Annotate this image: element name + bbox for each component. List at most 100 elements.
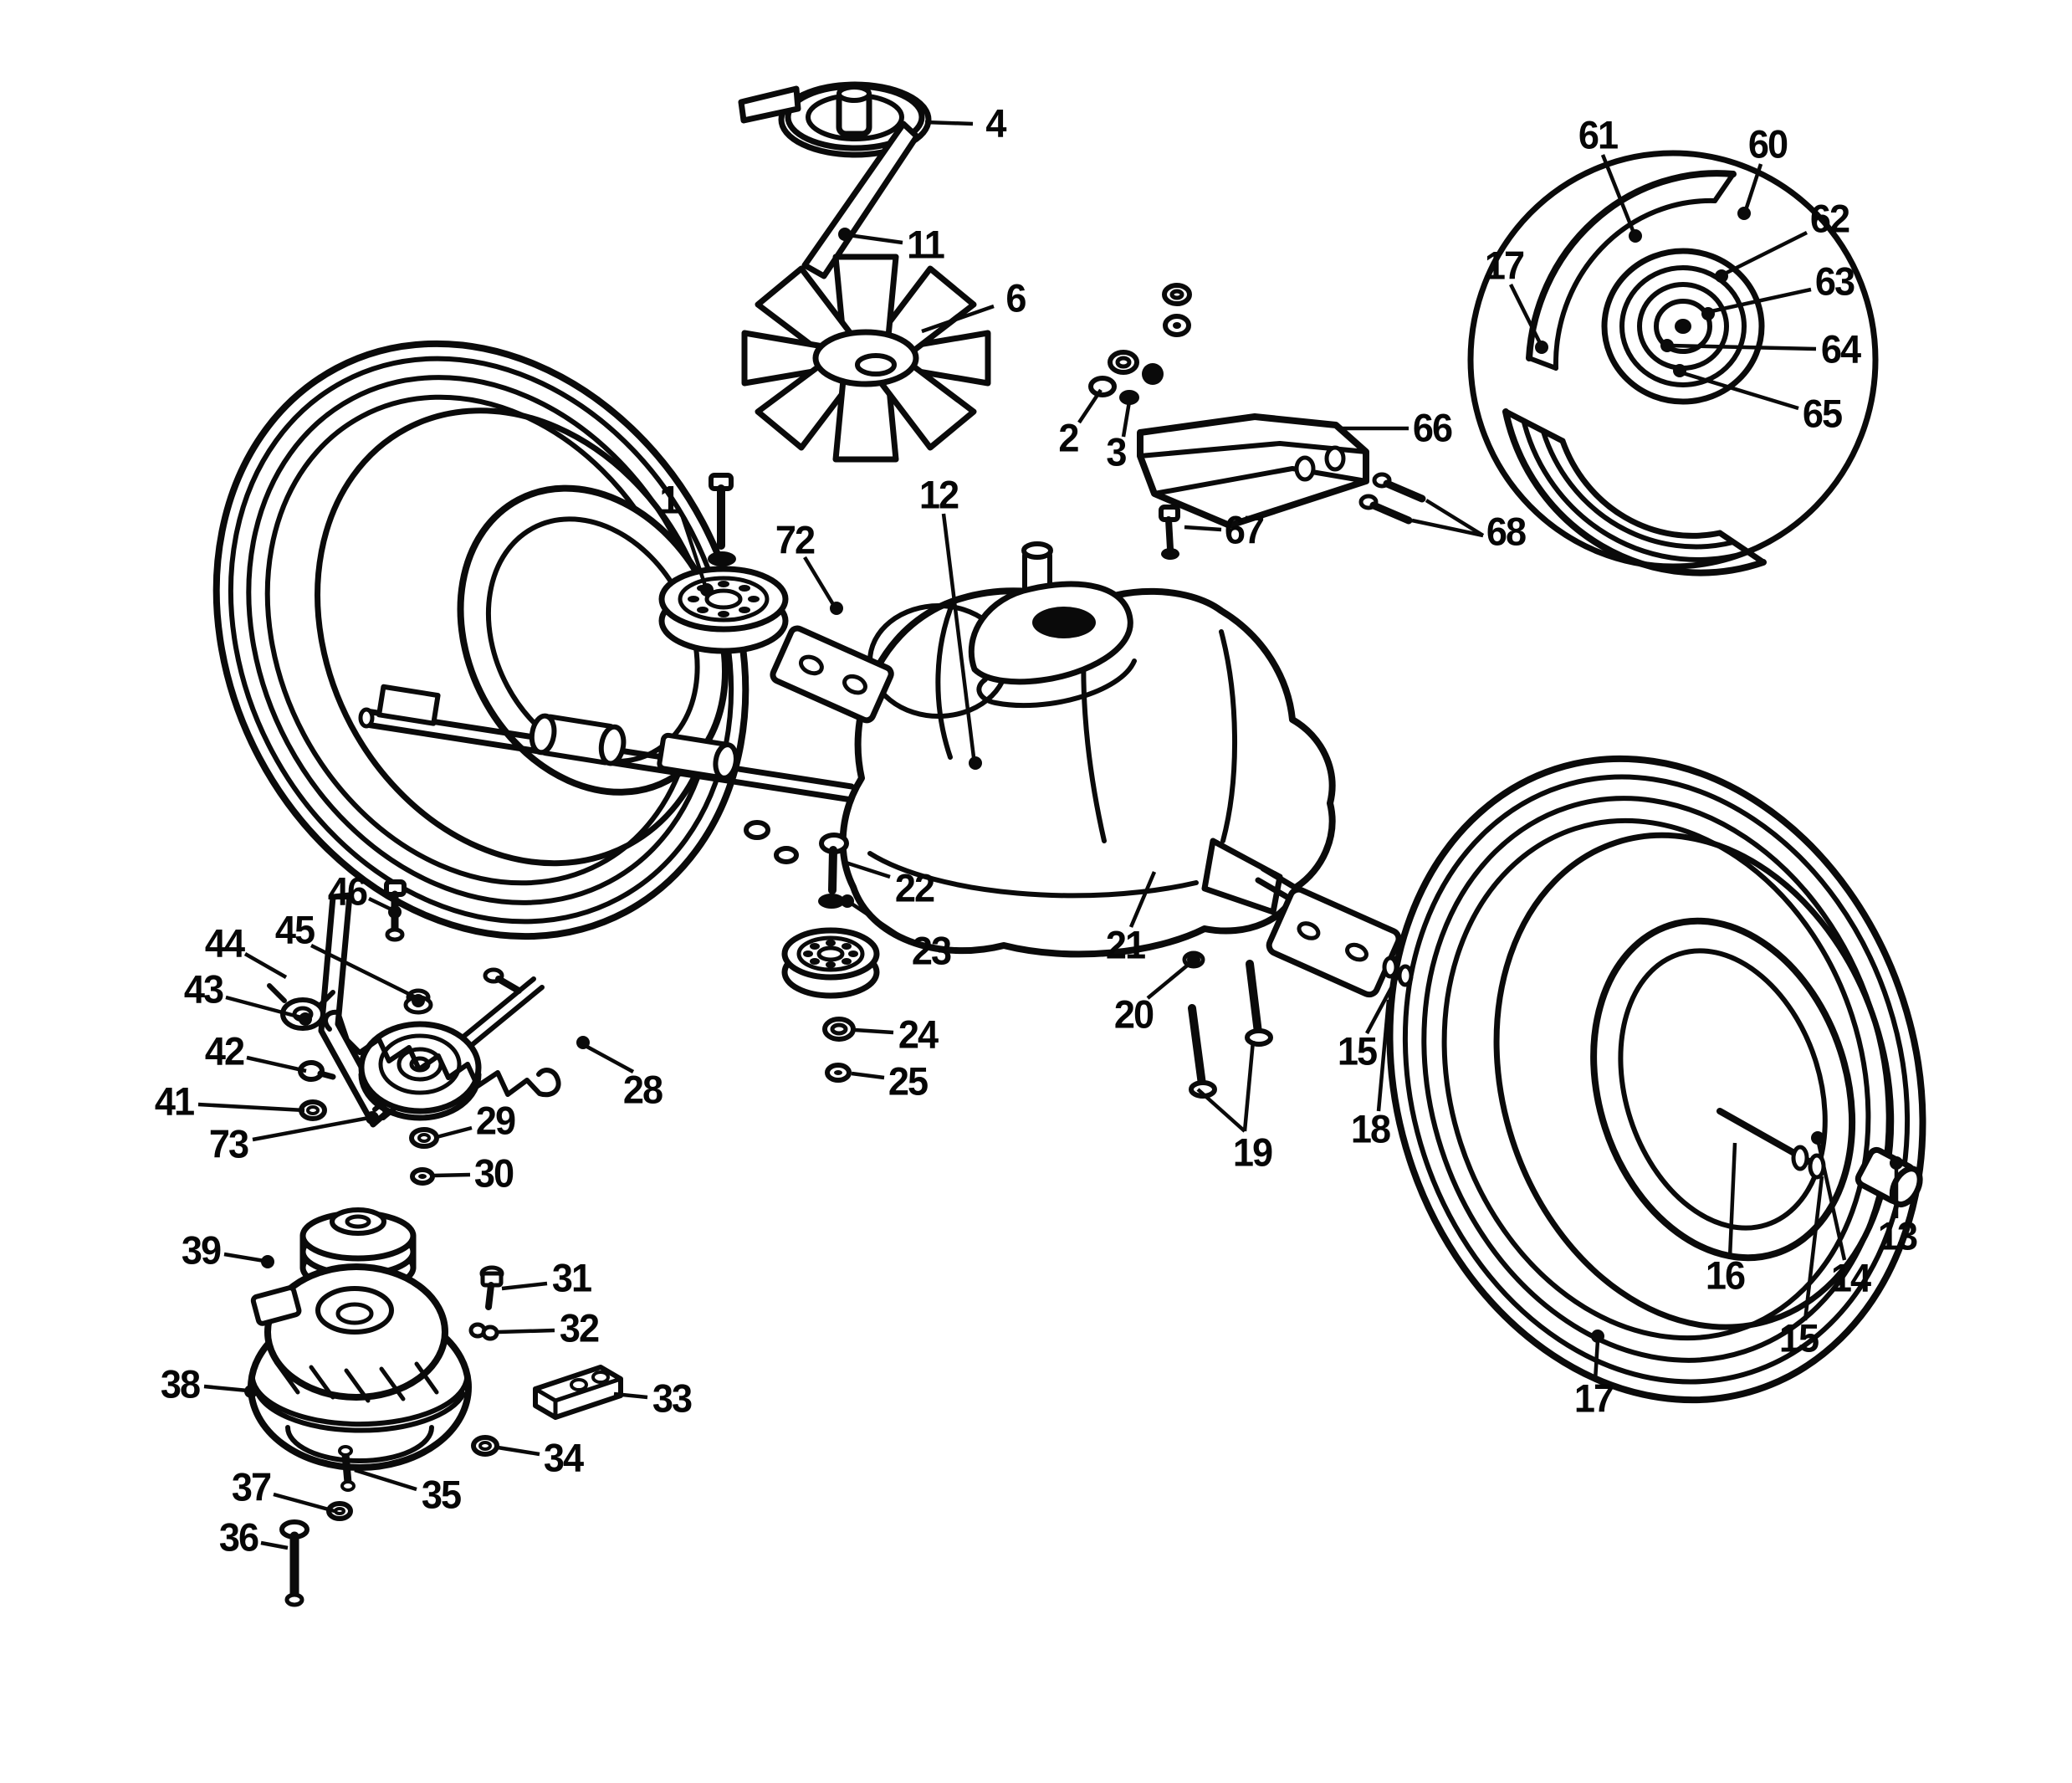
leader-line-63 [1711, 287, 1812, 314]
leader-line-44 [243, 952, 288, 979]
leader-line-39 [223, 1252, 265, 1263]
leader-dot-61 [1629, 229, 1642, 243]
reinforcement-plate-72 [770, 625, 894, 724]
leader-line-32 [498, 1328, 555, 1335]
leader-line-16 [1727, 1142, 1737, 1258]
right-axle-end-hardware [1382, 956, 1923, 1207]
drive-belt [738, 81, 932, 279]
leader-dot-60 [1737, 207, 1751, 220]
washer-24 [822, 1017, 856, 1042]
input-pulley-1 [658, 473, 789, 654]
leader-line-19 [1196, 1088, 1246, 1133]
leader-dot-17 [1591, 1330, 1604, 1343]
leader-line-41 [197, 1102, 305, 1113]
leader-line-61 [1600, 154, 1636, 233]
cooling-fan [741, 254, 991, 463]
leader-line-22 [842, 859, 891, 879]
leader-line-62 [1723, 230, 1809, 276]
cutaway-wheel [1467, 150, 1879, 576]
leader-dot-62 [1715, 269, 1728, 283]
rim-shell-outer [1526, 170, 1737, 361]
leader-dot-73 [366, 1111, 379, 1125]
right-wheel-tire [1386, 755, 1926, 1404]
leader-line-19 [1242, 1040, 1256, 1132]
leader-dot-38 [244, 1385, 258, 1398]
leader-dot-46 [388, 905, 402, 919]
pin-32 [468, 1322, 499, 1341]
leader-line-64 [1670, 343, 1817, 351]
leader-line-35 [354, 1468, 417, 1492]
leader-line-11 [847, 233, 903, 245]
leader-line-30 [432, 1172, 471, 1178]
leader-line-68 [1425, 499, 1485, 537]
washer-25 [825, 1063, 852, 1083]
leader-dot-1 [700, 583, 714, 597]
leader-dot-72 [830, 602, 843, 615]
bolt-pair-19 [1188, 960, 1273, 1099]
leader-line-15 [1365, 976, 1399, 1035]
mounting-bracket [1137, 413, 1369, 529]
stop-bracket-33 [533, 1365, 623, 1420]
leader-line-23 [850, 902, 908, 942]
leader-line-6 [921, 304, 995, 334]
pin-35 [338, 1445, 356, 1492]
washer-34 [471, 1435, 499, 1457]
leader-line-14 [1816, 1142, 1847, 1261]
leader-line-24 [854, 1027, 894, 1035]
leader-dot-20 [1187, 953, 1200, 966]
leader-line-45 [310, 943, 417, 1000]
leader-line-46 [368, 896, 392, 912]
leader-dot-43 [299, 1012, 312, 1026]
leader-dot-63 [1701, 307, 1715, 320]
leader-line-15 [1803, 1176, 1824, 1321]
bolt-pair-68 [1358, 472, 1426, 525]
washer-29 [409, 1127, 439, 1149]
leader-line-65 [1682, 371, 1799, 411]
leader-line-43 [225, 995, 302, 1020]
leader-line-34 [497, 1445, 540, 1457]
leader-line-38 [203, 1384, 248, 1393]
leader-dot-14 [1811, 1131, 1824, 1145]
clip-37 [326, 1501, 353, 1521]
left-wheel-tire [212, 340, 750, 940]
rim-shell-inner [1553, 197, 1717, 371]
leader-dot-39 [261, 1255, 274, 1268]
electric-clutch-38 [248, 1263, 472, 1471]
fastener-cluster [1088, 283, 1192, 405]
leader-line-17 [1508, 283, 1542, 345]
leader-line-1 [680, 516, 708, 587]
leader-line-60 [1743, 163, 1763, 211]
leader-line-21 [1128, 871, 1157, 928]
left-axle-shaft [358, 684, 855, 803]
leader-dot-23 [841, 894, 854, 908]
washer-30 [410, 1167, 435, 1186]
leader-line-72 [803, 556, 836, 607]
leader-lines [197, 120, 1903, 1550]
leader-line-37 [273, 1492, 335, 1514]
leader-line-2 [1077, 388, 1103, 424]
leader-dot-65 [1673, 364, 1686, 377]
leader-line-17 [1593, 1340, 1600, 1381]
bolt-22 [818, 833, 849, 909]
extension-spring-28 [323, 1009, 561, 1098]
leader-line-28 [584, 1044, 635, 1073]
belt-tail [738, 85, 801, 124]
leader-dot-64 [1660, 339, 1674, 352]
leader-line-29 [436, 1125, 473, 1140]
leader-line-25 [851, 1071, 885, 1080]
leader-line-42 [246, 1055, 307, 1073]
leader-line-12 [941, 513, 976, 758]
axle-cap-13 [1855, 1146, 1923, 1207]
leader-line-36 [260, 1540, 289, 1550]
bolt-42 [298, 1060, 336, 1082]
tire-half-outer [1502, 408, 1767, 576]
bolt-31 [479, 1265, 504, 1310]
bolt-36 [279, 1519, 310, 1607]
leader-line-68 [1411, 518, 1484, 538]
leader-line-4 [924, 120, 974, 126]
leader-line-33 [613, 1391, 648, 1400]
leader-line-20 [1146, 961, 1193, 1000]
leader-dot-13 [1890, 1156, 1903, 1170]
